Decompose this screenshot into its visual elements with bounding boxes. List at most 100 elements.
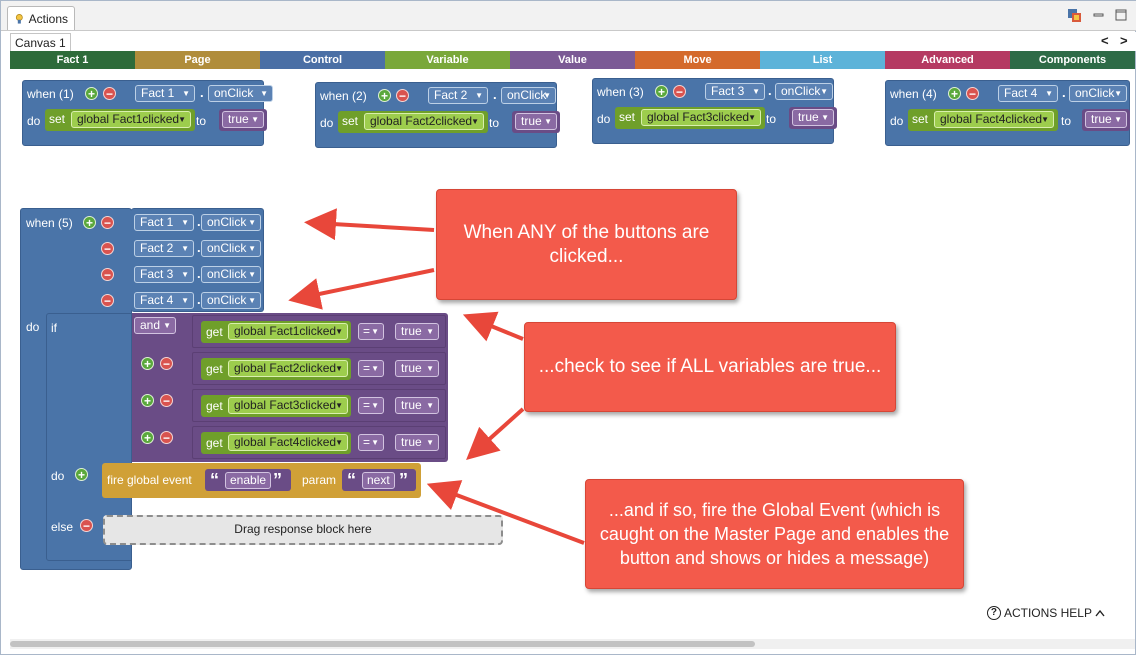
get-block[interactable]: get global Fact1clicked▼: [201, 321, 351, 343]
remove-icon[interactable]: −: [160, 394, 173, 407]
value-block[interactable]: true▼: [219, 109, 267, 131]
value-block[interactable]: true▼: [1082, 109, 1130, 131]
fire-global-event-block[interactable]: fire global event “ enable ” param “ nex…: [102, 463, 421, 498]
palette-control[interactable]: Control: [260, 51, 385, 69]
remove-icon[interactable]: −: [101, 216, 114, 229]
add-icon[interactable]: +: [378, 89, 391, 102]
set-block[interactable]: set global Fact3clicked▼: [615, 107, 765, 129]
param-value-text[interactable]: next: [362, 472, 395, 489]
value-dropdown[interactable]: true▼: [395, 323, 439, 340]
component-dropdown[interactable]: Fact 3▼: [705, 83, 765, 100]
value-dropdown[interactable]: true▼: [395, 397, 439, 414]
set-block[interactable]: set global Fact1clicked▼: [45, 109, 195, 131]
value-block[interactable]: true▼: [789, 107, 837, 129]
set-block[interactable]: set global Fact4clicked▼: [908, 109, 1058, 131]
palette-fact-1[interactable]: Fact 1: [10, 51, 135, 69]
event-block-4[interactable]: when (4) + − Fact 4▼ . onClick▼ do set g…: [885, 80, 1130, 146]
add-icon[interactable]: +: [85, 87, 98, 100]
add-icon[interactable]: +: [655, 85, 668, 98]
variable-dropdown[interactable]: global Fact1clicked▼: [228, 323, 348, 340]
component-dropdown[interactable]: Fact 1▼: [134, 214, 194, 231]
remove-icon[interactable]: −: [101, 268, 114, 281]
event-dropdown[interactable]: onClick▼: [201, 240, 261, 257]
add-icon[interactable]: +: [141, 394, 154, 407]
value-dropdown[interactable]: true▼: [792, 109, 834, 126]
event-dropdown[interactable]: onClick▼: [201, 292, 261, 309]
scrollbar-thumb[interactable]: [10, 641, 755, 647]
remove-icon[interactable]: −: [160, 431, 173, 444]
palette-value[interactable]: Value: [510, 51, 635, 69]
add-icon[interactable]: +: [83, 216, 96, 229]
value-block[interactable]: true▼: [512, 111, 560, 133]
variable-dropdown[interactable]: global Fact2clicked▼: [364, 113, 484, 130]
get-block[interactable]: get global Fact4clicked▼: [201, 432, 351, 454]
palette-variable[interactable]: Variable: [385, 51, 510, 69]
event-dropdown[interactable]: onClick▼: [775, 83, 833, 100]
minimize-icon[interactable]: [1091, 7, 1107, 23]
set-block[interactable]: set global Fact2clicked▼: [338, 111, 488, 133]
component-dropdown[interactable]: Fact 4▼: [998, 85, 1058, 102]
value-dropdown[interactable]: true▼: [395, 360, 439, 377]
remove-icon[interactable]: −: [160, 357, 173, 370]
add-icon[interactable]: +: [948, 87, 961, 100]
remove-icon[interactable]: −: [101, 294, 114, 307]
view-menu-icon[interactable]: [1067, 7, 1083, 23]
component-dropdown[interactable]: Fact 3▼: [134, 266, 194, 283]
remove-icon[interactable]: −: [673, 85, 686, 98]
and-block[interactable]: and▼ + − + − + − get global Fact1clicked…: [132, 313, 448, 462]
remove-icon[interactable]: −: [396, 89, 409, 102]
remove-icon[interactable]: −: [101, 242, 114, 255]
horizontal-scrollbar[interactable]: [10, 639, 1135, 649]
tab-prev-icon[interactable]: <: [1101, 33, 1109, 48]
palette-page[interactable]: Page: [135, 51, 260, 69]
event-block-1[interactable]: when (1) + − Fact 1▼ . onClick▼ do set g…: [22, 80, 273, 146]
compare-block[interactable]: get global Fact3clicked▼ =▼ true▼: [192, 389, 446, 422]
event-dropdown[interactable]: onClick▼: [201, 214, 261, 231]
get-block[interactable]: get global Fact2clicked▼: [201, 358, 351, 380]
operator-dropdown[interactable]: =▼: [358, 323, 384, 340]
palette-advanced[interactable]: Advanced: [885, 51, 1010, 69]
palette-components[interactable]: Components: [1010, 51, 1135, 69]
event-dropdown[interactable]: onClick▼: [501, 87, 556, 104]
drag-response-placeholder[interactable]: Drag response block here: [103, 515, 503, 545]
add-icon[interactable]: +: [141, 431, 154, 444]
compare-block[interactable]: get global Fact2clicked▼ =▼ true▼: [192, 352, 446, 385]
remove-icon[interactable]: −: [103, 87, 116, 100]
value-dropdown[interactable]: true▼: [515, 113, 557, 130]
component-dropdown[interactable]: Fact 2▼: [134, 240, 194, 257]
value-dropdown[interactable]: true▼: [1085, 111, 1127, 128]
event-block-2[interactable]: when (2) + − Fact 2▼ . onClick▼ do set g…: [315, 82, 560, 148]
variable-dropdown[interactable]: global Fact2clicked▼: [228, 360, 348, 377]
actions-view-tab[interactable]: Actions: [7, 6, 75, 30]
operator-dropdown[interactable]: =▼: [358, 360, 384, 377]
blocks-workspace[interactable]: when (1) + − Fact 1▼ . onClick▼ do set g…: [10, 69, 1135, 637]
param-string[interactable]: “ next ”: [342, 469, 416, 491]
get-block[interactable]: get global Fact3clicked▼: [201, 395, 351, 417]
palette-list[interactable]: List: [760, 51, 885, 69]
variable-dropdown[interactable]: global Fact3clicked▼: [228, 397, 348, 414]
event-name-string[interactable]: “ enable ”: [205, 469, 291, 491]
remove-icon[interactable]: −: [966, 87, 979, 100]
event-dropdown[interactable]: onClick▼: [1069, 85, 1127, 102]
palette-move[interactable]: Move: [635, 51, 760, 69]
remove-icon[interactable]: −: [80, 519, 93, 532]
event-block-3[interactable]: when (3) + − Fact 3▼ . onClick▼ do set g…: [592, 78, 837, 144]
component-dropdown[interactable]: Fact 1▼: [135, 85, 195, 102]
actions-help-button[interactable]: ? ACTIONS HELP: [986, 606, 1105, 620]
add-icon[interactable]: +: [141, 357, 154, 370]
add-icon[interactable]: +: [75, 468, 88, 481]
maximize-icon[interactable]: [1113, 7, 1129, 23]
component-dropdown[interactable]: Fact 4▼: [134, 292, 194, 309]
compare-block[interactable]: get global Fact4clicked▼ =▼ true▼: [192, 426, 446, 459]
operator-dropdown[interactable]: =▼: [358, 434, 384, 451]
variable-dropdown[interactable]: global Fact3clicked▼: [641, 109, 761, 126]
compare-block[interactable]: get global Fact1clicked▼ =▼ true▼: [192, 315, 446, 348]
event-dropdown[interactable]: onClick▼: [201, 266, 261, 283]
and-dropdown[interactable]: and▼: [134, 317, 176, 334]
value-dropdown[interactable]: true▼: [222, 111, 264, 128]
tab-canvas-1[interactable]: Canvas 1: [10, 33, 71, 51]
variable-dropdown[interactable]: global Fact1clicked▼: [71, 111, 191, 128]
event-name-text[interactable]: enable: [225, 472, 272, 489]
value-dropdown[interactable]: true▼: [395, 434, 439, 451]
operator-dropdown[interactable]: =▼: [358, 397, 384, 414]
